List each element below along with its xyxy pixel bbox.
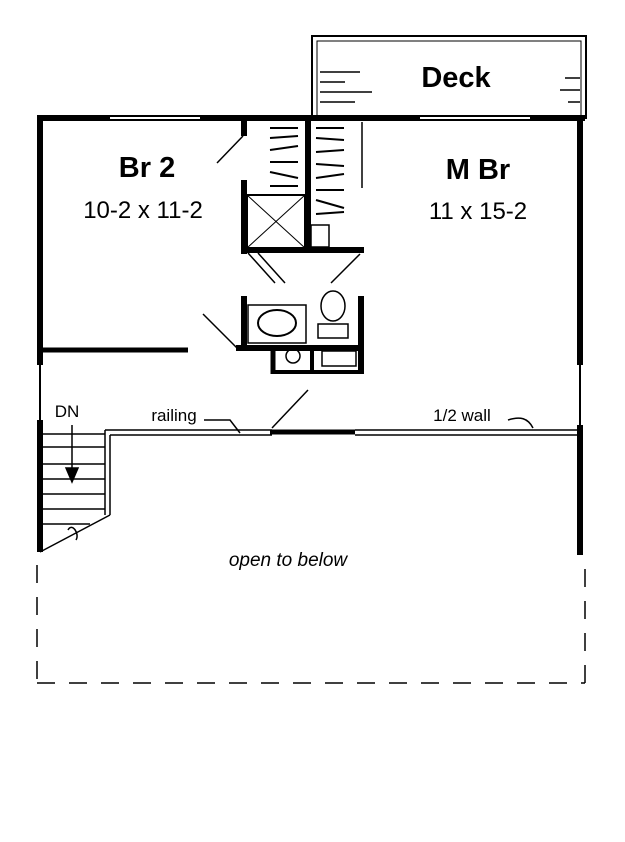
half-wall-label: 1/2 wall bbox=[433, 406, 491, 425]
room-label-deck: Deck bbox=[421, 62, 491, 94]
stairs bbox=[42, 425, 105, 541]
room-size-mbr: 11 x 15-2 bbox=[428, 198, 528, 225]
railing-label: railing bbox=[151, 406, 197, 425]
room-label-mbr: M Br bbox=[445, 154, 511, 186]
open-to-below-label: open to below bbox=[228, 550, 348, 571]
room-size-br2: 10-2 x 11-2 bbox=[83, 197, 203, 224]
exterior-walls bbox=[37, 115, 585, 555]
railing bbox=[39, 417, 580, 553]
stairs-down-label: DN bbox=[54, 402, 80, 421]
interior-walls bbox=[42, 120, 364, 429]
room-label-br2: Br 2 bbox=[118, 152, 176, 184]
open-area-outline bbox=[36, 560, 586, 684]
